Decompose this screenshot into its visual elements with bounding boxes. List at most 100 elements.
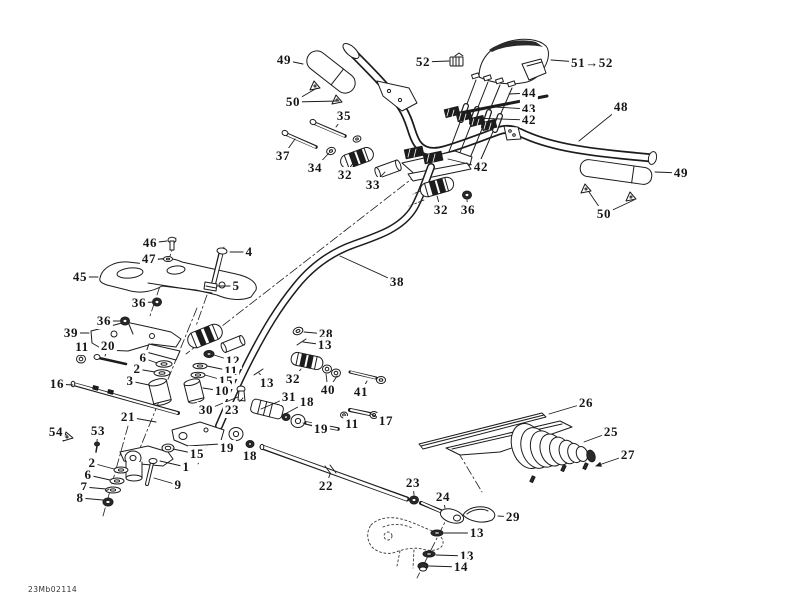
- washer: [109, 477, 125, 485]
- part-callout-2: 2: [86, 455, 98, 471]
- part-callout-30: 30: [196, 402, 216, 418]
- bolt: [93, 354, 128, 366]
- part-callout-50: 50: [283, 94, 303, 110]
- bolt: [348, 370, 386, 384]
- part-callout-4: 4: [243, 244, 255, 260]
- spacer-tube: [374, 159, 402, 179]
- part-callout-51→52: 51→52: [569, 55, 615, 71]
- part-callout-11: 11: [73, 339, 91, 355]
- upper-steering-support: [99, 236, 257, 307]
- boot-screws: [529, 462, 589, 484]
- part-callout-29: 29: [503, 509, 523, 525]
- retaining-clip: [449, 52, 464, 67]
- part-callout-18: 18: [297, 394, 317, 410]
- part-callout-53: 53: [88, 423, 108, 439]
- boot-tip: [586, 449, 596, 463]
- part-callout-14: 14: [451, 559, 471, 575]
- leader-line: [339, 255, 398, 283]
- washer: [352, 135, 362, 143]
- part-callout-54: 54: [46, 424, 66, 440]
- part-callout-41: 41: [351, 384, 371, 400]
- washer: [155, 360, 173, 368]
- part-callout-18: 18: [240, 448, 260, 464]
- part-callout-13: 13: [315, 337, 335, 353]
- position-tick: [253, 368, 264, 376]
- washer: [192, 362, 208, 370]
- column-clamp-shells: [187, 323, 307, 376]
- bushing: [148, 378, 172, 406]
- part-callout-32: 32: [283, 371, 303, 387]
- handlebar: [342, 43, 658, 165]
- washer: [292, 326, 304, 336]
- part-callout-23: 23: [222, 402, 242, 418]
- part-callout-36: 36: [129, 295, 149, 311]
- part-callout-39: 39: [61, 325, 81, 341]
- boot-ribs: [510, 423, 589, 469]
- part-callout-34: 34: [305, 160, 325, 176]
- part-callout-36: 36: [94, 313, 114, 329]
- part-callout-2: 2: [131, 361, 143, 377]
- part-callout-6: 6: [137, 350, 149, 366]
- tie-rod-end-body: [250, 398, 284, 420]
- left-handlebar-grip: [306, 50, 356, 105]
- spacer-tube: [220, 335, 246, 353]
- part-callout-19: 19: [311, 421, 331, 437]
- part-callout-48: 48: [611, 99, 631, 115]
- eye-ring: [331, 368, 341, 378]
- part-callout-26: 26: [576, 395, 596, 411]
- part-callout-7: 7: [78, 479, 90, 495]
- part-callout-37: 37: [273, 148, 293, 164]
- center-tie-rod: [259, 443, 496, 524]
- left-tie-rod: [70, 354, 180, 415]
- eye-ring: [290, 414, 306, 428]
- part-callout-24: 24: [433, 489, 453, 505]
- part-callout-19: 19: [217, 440, 237, 456]
- washer: [163, 256, 173, 262]
- part-callout-22: 22: [316, 478, 336, 494]
- drawing-code: 23Mb02114: [28, 585, 78, 594]
- ball-stud: [236, 385, 246, 402]
- bushing: [183, 378, 205, 404]
- part-callout-16: 16: [47, 376, 67, 392]
- bushing-stack-b: [183, 350, 215, 404]
- part-callout-21: 21: [118, 409, 138, 425]
- part-callout-10: 10: [212, 383, 232, 399]
- part-callout-9: 9: [172, 477, 184, 493]
- washer: [190, 371, 206, 379]
- part-callout-52: 52: [413, 54, 433, 70]
- part-callout-31: 31: [279, 389, 299, 405]
- handlebar-deflector: [478, 38, 549, 85]
- part-callout-33: 33: [363, 177, 383, 193]
- part-callout-20: 20: [98, 338, 118, 354]
- eye-ring: [228, 427, 244, 441]
- position-tick: [296, 338, 307, 346]
- bolt: [167, 236, 177, 251]
- part-callout-35: 35: [334, 108, 354, 124]
- part-callout-47: 47: [139, 251, 159, 267]
- bolt: [210, 247, 228, 289]
- cable-end-fittings: [471, 72, 516, 88]
- part-callout-38: 38: [387, 274, 407, 290]
- part-callout-15: 15: [187, 446, 207, 462]
- screw: [94, 441, 100, 453]
- part-callout-50: 50: [594, 206, 614, 222]
- left-grip-heater-group: [281, 118, 402, 179]
- part-callout-1: 1: [180, 459, 192, 475]
- bolt: [281, 129, 318, 149]
- lock-washer: [105, 486, 121, 494]
- part-callout-49: 49: [671, 165, 691, 181]
- part-callout-5: 5: [230, 278, 242, 294]
- cup-washer: [161, 443, 175, 453]
- grip-heater-element: [340, 147, 374, 169]
- part-callout-44: 44: [519, 85, 539, 101]
- right-handlebar-grip: [579, 159, 653, 202]
- part-callout-46: 46: [140, 235, 160, 251]
- right-grip-heater-group: [419, 176, 472, 200]
- grip-heater-element: [419, 176, 455, 198]
- part-callout-40: 40: [318, 382, 338, 398]
- washer: [153, 369, 171, 377]
- part-callout-49: 49: [274, 52, 294, 68]
- part-callout-13: 13: [257, 375, 277, 391]
